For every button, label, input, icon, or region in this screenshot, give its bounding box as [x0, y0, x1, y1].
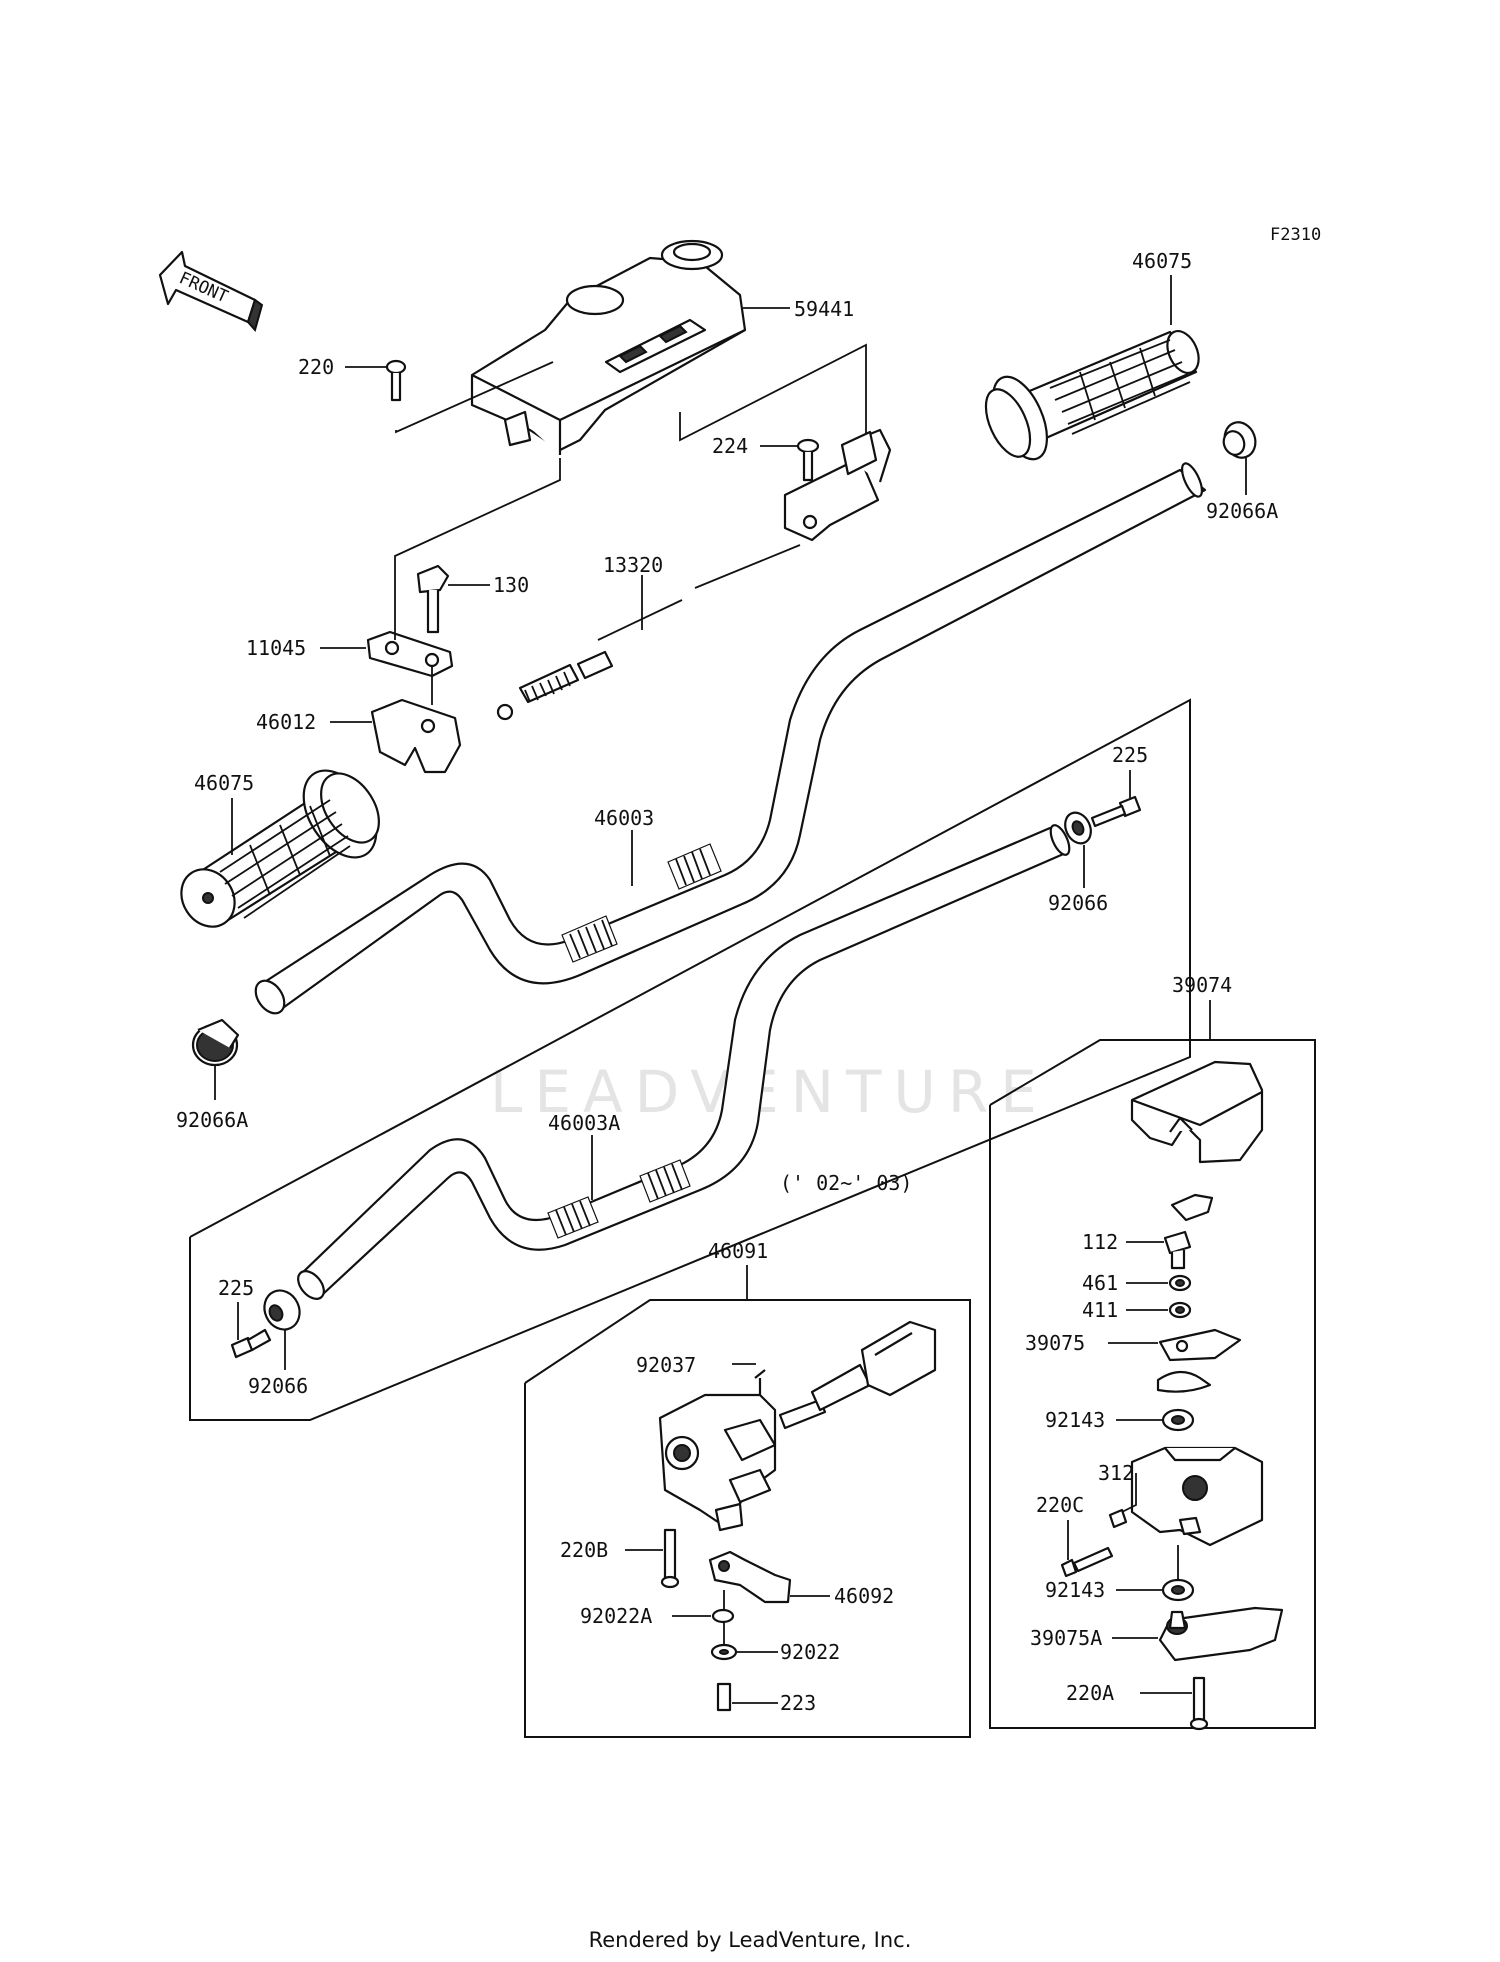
cable-13320 — [496, 544, 801, 721]
label-223: 223 — [780, 1691, 816, 1715]
washer-92143-b — [1161, 1578, 1195, 1602]
label-92066A-top: 92066A — [1206, 499, 1278, 523]
label-461: 461 — [1082, 1271, 1118, 1295]
label-46075-left: 46075 — [194, 771, 254, 795]
label-46091: 46091 — [708, 1239, 768, 1263]
label-220C: 220C — [1036, 1493, 1084, 1517]
nut-312 — [1108, 1508, 1128, 1529]
box-46003A — [189, 698, 1191, 1421]
label-92066-bottom: 92066 — [248, 1374, 308, 1398]
label-112: 112 — [1082, 1230, 1118, 1254]
label-92143-b: 92143 — [1045, 1578, 1105, 1602]
handlebar-46003A — [297, 824, 1071, 1300]
cover-39074 — [1130, 1060, 1264, 1164]
label-92037: 92037 — [636, 1353, 696, 1377]
bolt-130 — [416, 564, 450, 634]
throttle-housing — [783, 428, 892, 542]
label-39075A: 39075A — [1030, 1626, 1102, 1650]
footer-credit: Rendered by LeadVenture, Inc. — [588, 1928, 912, 1952]
label-130: 130 — [493, 573, 529, 597]
year-note: (' 02~' 03) — [780, 1171, 912, 1195]
label-220B: 220B — [560, 1538, 608, 1562]
lever-46092 — [708, 1550, 792, 1604]
front-arrow-icon: FRONT — [158, 250, 264, 333]
washer-92022A — [711, 1608, 735, 1624]
label-92022A: 92022A — [580, 1604, 652, 1628]
label-220A: 220A — [1066, 1681, 1114, 1705]
holder-46012 — [370, 698, 462, 774]
label-46003A: 46003A — [548, 1111, 620, 1135]
switch-46091 — [658, 1369, 827, 1532]
label-92066-top: 92066 — [1048, 891, 1108, 915]
bolt-112 — [1163, 1230, 1192, 1270]
screw-220 — [385, 359, 407, 402]
label-39074: 39074 — [1172, 973, 1232, 997]
figure-code: F2310 — [1270, 225, 1321, 245]
connector-part — [810, 1320, 937, 1412]
end-cap-92066A-top — [1222, 421, 1257, 459]
label-46003: 46003 — [594, 806, 654, 830]
label-13320: 13320 — [603, 553, 663, 577]
handlebar-cover-59441 — [470, 239, 747, 455]
screw-220B — [660, 1528, 680, 1589]
screw-225-bottom — [230, 1328, 272, 1359]
washer-411 — [1168, 1301, 1192, 1319]
clip-part — [1170, 1193, 1214, 1222]
housing-39074 — [1130, 1446, 1264, 1547]
box-46091 — [524, 1299, 971, 1738]
label-92066A-left: 92066A — [176, 1108, 248, 1132]
label-92143-a: 92143 — [1045, 1408, 1105, 1432]
label-411: 411 — [1082, 1298, 1118, 1322]
label-224: 224 — [712, 434, 748, 458]
bushing-92066-top — [1064, 811, 1092, 845]
grip-46075-right — [984, 330, 1200, 461]
bushing-92066-bottom — [263, 1289, 301, 1331]
label-312: 312 — [1098, 1461, 1134, 1485]
screw-223 — [716, 1682, 732, 1712]
screw-220A — [1189, 1676, 1209, 1731]
label-59441: 59441 — [794, 297, 854, 321]
box-39074 — [989, 1039, 1316, 1729]
label-46012: 46012 — [256, 710, 316, 734]
plate-39075 — [1158, 1328, 1242, 1362]
screw-220C — [1060, 1546, 1114, 1578]
label-92022: 92022 — [780, 1640, 840, 1664]
clamp-11045 — [366, 630, 454, 678]
grip-46075-left — [180, 769, 380, 928]
end-cap-92066A-left — [191, 1018, 240, 1067]
lever-39075A — [1158, 1606, 1284, 1662]
washer-92022 — [710, 1643, 738, 1661]
washer-461 — [1168, 1274, 1192, 1292]
label-11045: 11045 — [246, 636, 306, 660]
label-39075: 39075 — [1025, 1331, 1085, 1355]
screw-225-top — [1090, 795, 1142, 828]
washer-92143-a — [1161, 1408, 1195, 1432]
spring-part — [1156, 1370, 1212, 1393]
label-225-bottom: 225 — [218, 1276, 254, 1300]
label-220: 220 — [298, 355, 334, 379]
label-225-top: 225 — [1112, 743, 1148, 767]
handlebar-46003 — [254, 462, 1207, 1015]
label-46092: 46092 — [834, 1584, 894, 1608]
label-46075-top: 46075 — [1132, 249, 1192, 273]
